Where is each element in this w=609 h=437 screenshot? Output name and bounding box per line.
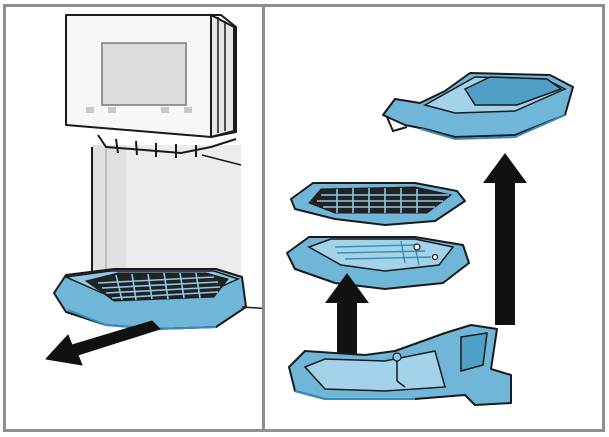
coffee-spout <box>97 134 237 155</box>
pull-out-arrow-icon <box>45 320 161 366</box>
lift-up-arrow-icon <box>325 273 369 367</box>
machine-button <box>86 107 94 113</box>
panel-remove-drip-tray <box>3 4 287 432</box>
machine-button <box>161 107 169 113</box>
machine-display <box>101 42 187 106</box>
panel-disassemble-drip-tray <box>262 4 605 432</box>
lift-up-arrow-icon <box>483 153 527 325</box>
machine-top-side <box>210 13 235 139</box>
disassemble-drip-tray-illustration <box>286 72 574 406</box>
machine-button <box>108 107 116 113</box>
machine-button <box>184 107 192 113</box>
remove-drip-tray-illustration <box>45 13 273 366</box>
